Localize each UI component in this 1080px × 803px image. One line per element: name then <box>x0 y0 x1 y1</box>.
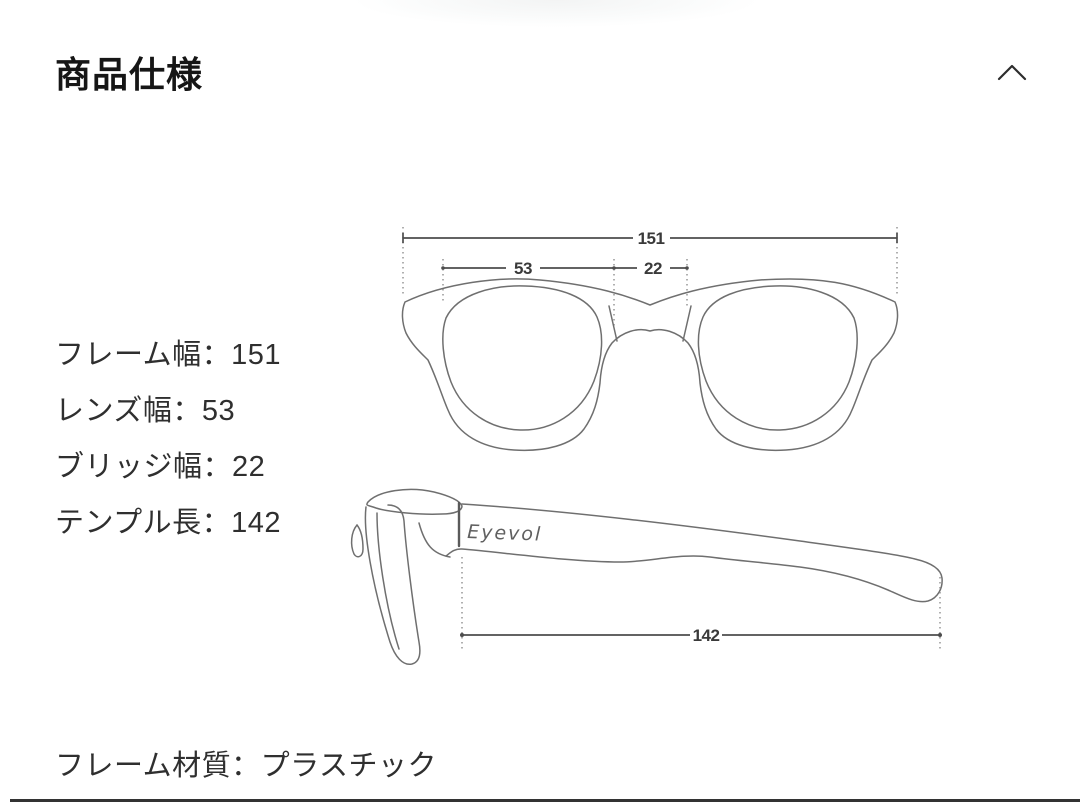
temple-length-dimension: 142 <box>460 626 942 645</box>
frame-side-outline <box>350 488 943 665</box>
section-header: 商品仕様 <box>55 46 1032 98</box>
temple-length-value: 142 <box>693 626 720 645</box>
bridge-width-value: 22 <box>644 259 662 278</box>
chevron-up-icon <box>997 64 1027 80</box>
spec-list: フレーム幅：151 レンズ幅：53 ブリッジ幅：22 テンプル長：142 <box>55 327 281 551</box>
material-text: フレーム材質：プラスチック <box>55 750 438 782</box>
brand-logo-text: Eyevol <box>467 521 543 546</box>
lens-bridge-dimension: 53 22 <box>441 259 689 278</box>
side-dotted-guides <box>461 557 941 651</box>
glasses-dimension-diagram: 151 53 22 <box>350 227 943 665</box>
section-title: 商品仕様 <box>55 54 204 95</box>
frame-width-dimension: 151 <box>402 229 898 248</box>
section-bottom-divider <box>10 799 1080 802</box>
collapse-section-button[interactable] <box>992 57 1032 87</box>
spec-bridge-width: ブリッジ幅：22 <box>55 451 266 483</box>
spec-frame-width: フレーム幅：151 <box>55 339 282 371</box>
frame-width-value: 151 <box>638 229 665 248</box>
frame-front-outline <box>401 278 899 452</box>
cropped-image-shadow <box>338 0 774 27</box>
spec-temple-length: テンプル長：142 <box>55 507 282 539</box>
spec-lens-width: レンズ幅：53 <box>55 395 236 427</box>
lens-width-value: 53 <box>514 259 532 278</box>
